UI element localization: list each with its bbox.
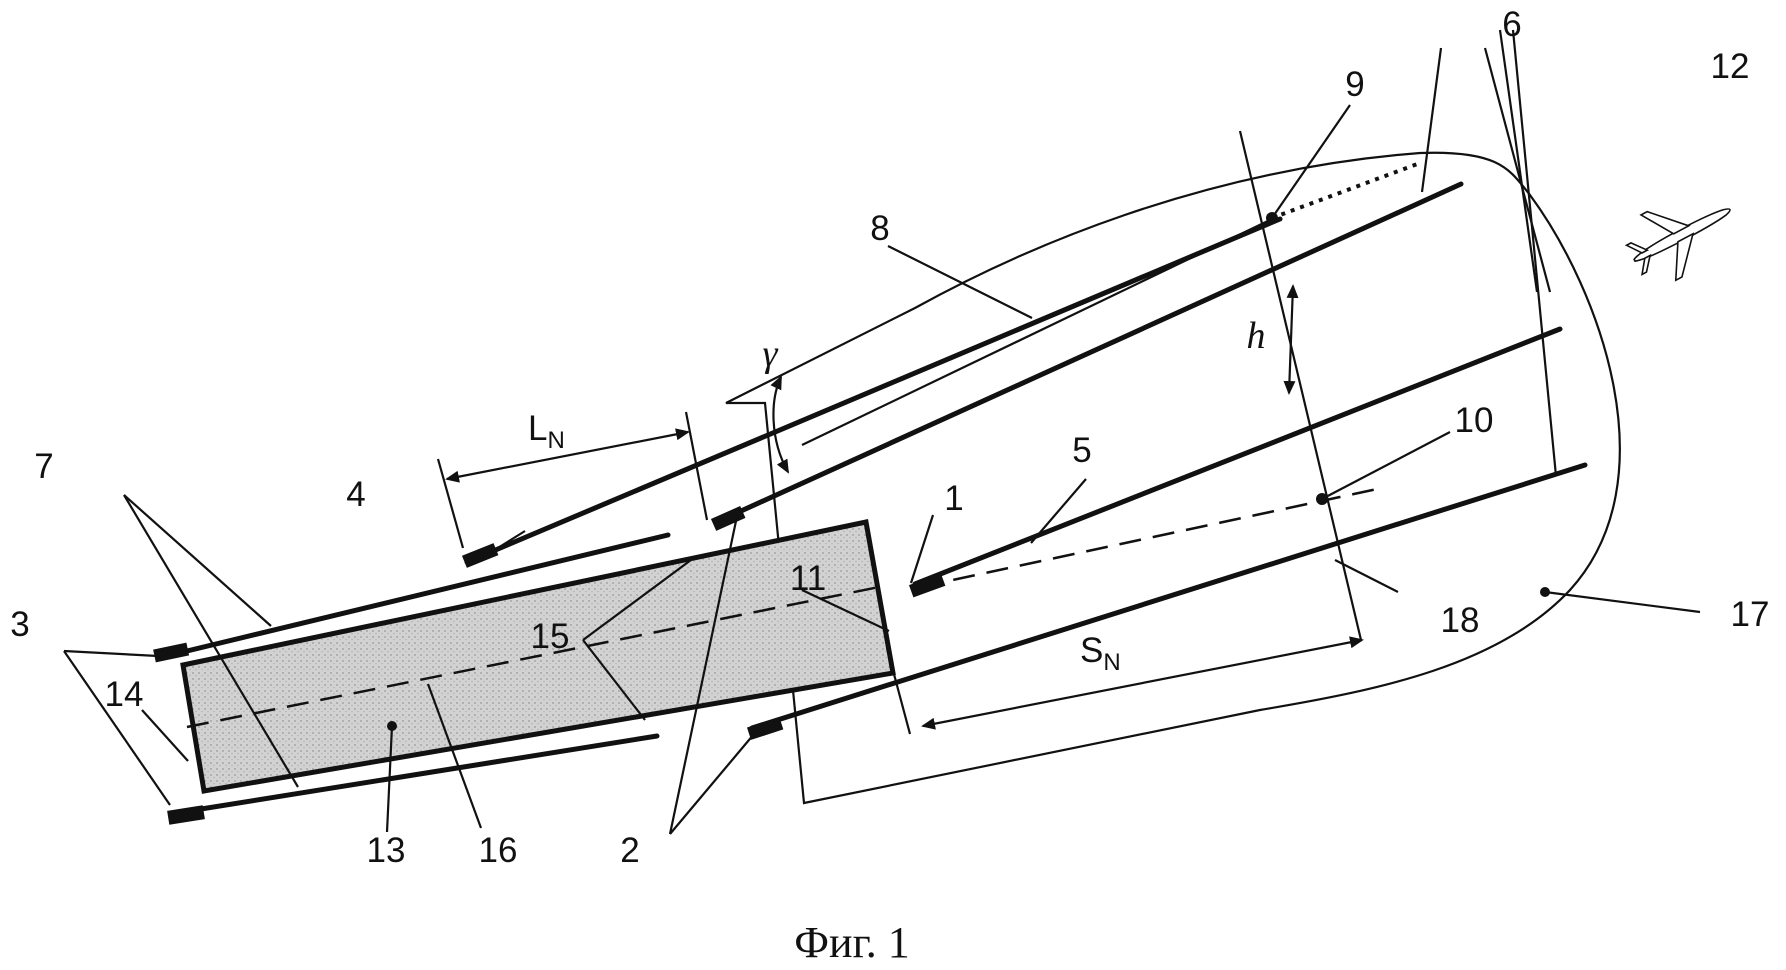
label-1: 1 (944, 479, 963, 518)
label-4: 4 (346, 475, 365, 514)
label-17: 17 (1731, 595, 1770, 634)
zone-outline (725, 151, 1621, 805)
label-13: 13 (367, 831, 406, 870)
axis-line-5 (919, 486, 1383, 589)
runway-lines (155, 181, 1588, 816)
label-18: 18 (1441, 601, 1480, 640)
leader-lines (63, 47, 1701, 835)
label-11: 11 (790, 559, 826, 598)
vertical-6a (1498, 29, 1539, 293)
label-5: 5 (1072, 431, 1091, 470)
dimension-h (1283, 284, 1299, 395)
extension-dotted (1271, 161, 1421, 220)
boundary-18 (1238, 130, 1363, 641)
label-h: h (1247, 315, 1266, 357)
label-6: 6 (1502, 5, 1521, 44)
label-10: 10 (1455, 401, 1494, 440)
label-sn: SN (1080, 631, 1121, 676)
ext-line-sn-left (885, 647, 912, 735)
vertical-6b (1511, 29, 1558, 477)
label-9: 9 (1345, 65, 1364, 104)
airplane-icon (1624, 208, 1731, 282)
label-14: 14 (105, 675, 144, 714)
label-3: 3 (10, 605, 29, 644)
dimension-ln (445, 428, 690, 483)
endpoint-markers (153, 506, 946, 825)
label-7: 7 (34, 447, 53, 486)
label-ln: LN (528, 409, 565, 454)
line-8 (801, 218, 1273, 446)
figure-caption: Фиг. 1 (794, 918, 909, 967)
label-12: 12 (1711, 47, 1750, 86)
label-8: 8 (870, 209, 889, 248)
label-15: 15 (531, 617, 570, 656)
ext-line-ln-left (436, 458, 465, 549)
axis-line-16 (186, 584, 885, 729)
label-2: 2 (620, 831, 639, 870)
label-gamma: γ (763, 333, 779, 375)
dimension-sn (921, 636, 1364, 730)
angle-gamma-arc (770, 375, 789, 474)
label-16: 16 (479, 831, 518, 870)
